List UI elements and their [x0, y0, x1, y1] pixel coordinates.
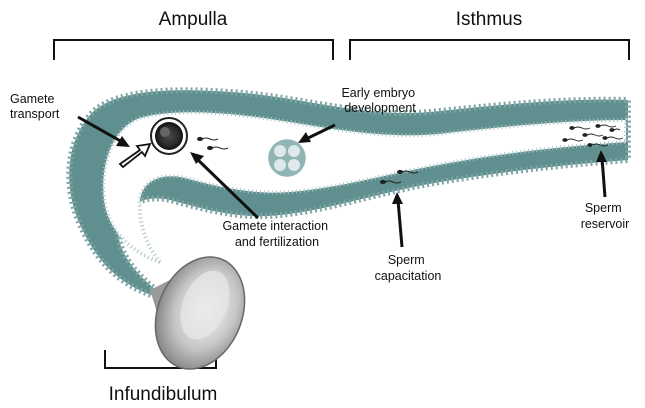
early-embryo: [267, 138, 307, 178]
infundibulum-funnel: [139, 243, 260, 382]
ampulla-title: Ampulla: [159, 9, 228, 30]
label-gamete-interaction: Gamete interaction and fertilization: [222, 219, 331, 249]
label-sperm-capacitation: Sperm capacitation: [375, 253, 442, 283]
label-gamete-transport: Gamete transport: [10, 92, 60, 121]
isthmus-bracket: [350, 40, 629, 60]
label-sperm-reservoir: Sperm reservoir: [581, 201, 630, 231]
arrow-sperm-capacitation: [392, 192, 403, 247]
label-early-embryo: Early embryo development: [341, 86, 418, 115]
oocyte: [151, 118, 187, 154]
ampulla-bracket: [54, 40, 333, 60]
oviduct-tube: [69, 90, 628, 300]
infundibulum-title: Infundibulum: [109, 384, 218, 405]
isthmus-title: Isthmus: [456, 9, 523, 30]
